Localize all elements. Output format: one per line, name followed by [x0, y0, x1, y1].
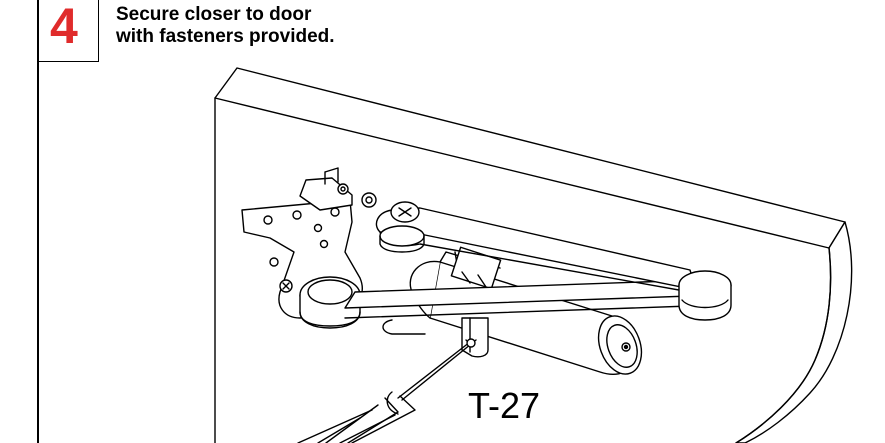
step-number: 4 [50, 0, 78, 54]
closer-pivot [299, 276, 361, 329]
step-instruction: Secure closer to door with fasteners pro… [116, 4, 335, 47]
closer-body [409, 246, 643, 375]
step-number-box [37, 0, 99, 62]
arm-screw [379, 201, 425, 253]
arm-end-pivot [678, 270, 732, 321]
arm-bracket [382, 317, 489, 358]
step-rule-line [37, 0, 39, 443]
door-panel [214, 67, 853, 443]
part-callout-label: T-27 [468, 385, 541, 426]
screwdriver [297, 338, 477, 443]
closer-arm [344, 207, 701, 319]
